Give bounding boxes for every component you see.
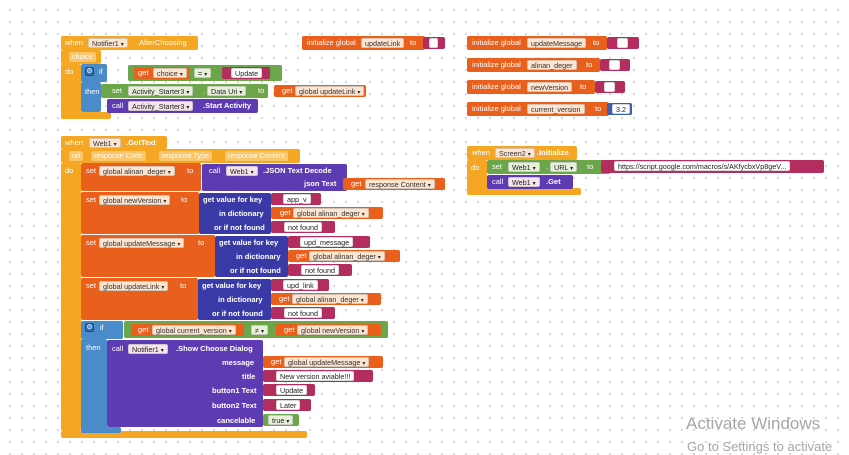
data-uri-dropdown[interactable]: Data Uri ▾ xyxy=(207,86,247,96)
screen-component-dropdown[interactable]: Screen2 ▾ xyxy=(495,148,535,158)
update-link-var-dropdown[interactable]: global updateLink ▾ xyxy=(295,86,365,96)
global-name-updateMessage[interactable]: updateMessage xyxy=(527,38,587,48)
not-equal-op-dropdown[interactable]: ≠ ▾ xyxy=(251,325,268,335)
current-version-dropdown[interactable]: global current_version ▾ xyxy=(152,325,236,335)
global-name-current-version[interactable]: current_version xyxy=(527,104,585,114)
newVersion-dropdown[interactable]: global newVersion ▾ xyxy=(297,325,369,335)
dialog-notifier-dropdown[interactable]: Notifier1 ▾ xyxy=(128,344,168,354)
button2-text-value[interactable]: Later xyxy=(276,400,301,410)
not-found-value-3[interactable]: not found xyxy=(284,308,322,318)
global-name-updateLink[interactable]: updateLink xyxy=(361,38,405,48)
param-response-content[interactable]: response Content xyxy=(225,151,288,161)
then-label: then xyxy=(85,87,100,96)
get-value-block-2[interactable] xyxy=(215,236,288,277)
set-newVersion-dropdown[interactable]: global newVersion ▾ xyxy=(99,195,171,205)
notifier-component-dropdown[interactable]: Notifier1 ▾ xyxy=(88,38,128,48)
activity-starter-dropdown[interactable]: Activity_Starter3 ▾ xyxy=(128,86,194,96)
empty-text-block[interactable] xyxy=(600,59,630,71)
dict-var-dropdown-1[interactable]: global alinan_deger ▾ xyxy=(293,208,369,218)
updateMessage-dropdown[interactable]: global updateMessage ▾ xyxy=(284,357,370,367)
json-web-dropdown[interactable]: Web1 ▾ xyxy=(226,166,258,176)
get-value-block-3[interactable] xyxy=(198,279,271,320)
gear-icon[interactable]: ⚙ xyxy=(85,67,94,76)
event-name-label: .AfterChoosing xyxy=(137,38,187,47)
key-upd-message-value[interactable]: upd_message xyxy=(300,237,354,247)
show-choose-dialog-block[interactable] xyxy=(107,340,263,427)
gear-icon[interactable]: ⚙ xyxy=(85,323,94,332)
empty-text-block[interactable] xyxy=(423,37,445,49)
web-component-dropdown[interactable]: Web1 ▾ xyxy=(89,138,121,148)
call-web-dropdown[interactable]: Web1 ▾ xyxy=(508,177,540,187)
set-updateLink-dropdown[interactable]: global updateLink ▾ xyxy=(99,281,169,291)
global-name-newVersion[interactable]: newVersion xyxy=(527,82,573,92)
param-choice[interactable]: choice xyxy=(69,52,96,62)
when-label: when xyxy=(65,38,83,47)
title-text-value[interactable]: New version aviable!!! xyxy=(276,371,355,381)
url-property-dropdown[interactable]: URL ▾ xyxy=(550,162,578,172)
number-value[interactable]: 3.2 xyxy=(612,104,630,114)
dict-var-dropdown-3[interactable]: global alinan_deger ▾ xyxy=(292,294,368,304)
call-activity-starter-dropdown[interactable]: Activity_Starter3 ▾ xyxy=(128,101,194,111)
web-component-dropdown[interactable]: Web1 ▾ xyxy=(508,162,540,172)
response-content-dropdown[interactable]: response Content ▾ xyxy=(365,179,435,189)
activate-windows-subtitle: Go to Settings to activate xyxy=(687,439,833,454)
not-found-value-1[interactable]: not found xyxy=(284,222,322,232)
param-response-type[interactable]: response Type xyxy=(159,151,213,161)
get-value-block-1[interactable] xyxy=(199,193,271,234)
dict-var-dropdown-2[interactable]: global alinan_deger ▾ xyxy=(309,251,385,261)
param-url[interactable]: url xyxy=(69,151,83,161)
global-name-alinan-deger[interactable]: alinan_deger xyxy=(527,60,577,70)
if-label: if xyxy=(99,67,103,76)
equals-op-dropdown[interactable]: = ▾ xyxy=(194,68,212,78)
set-alinan-deger-dropdown[interactable]: global alinan_deger ▾ xyxy=(99,166,175,176)
empty-text-block[interactable] xyxy=(595,81,625,93)
not-found-value-2[interactable]: not found xyxy=(301,265,339,275)
key-upd-link-value[interactable]: upd_link xyxy=(283,280,318,290)
button1-text-value[interactable]: Update xyxy=(276,385,308,395)
empty-text-block[interactable] xyxy=(607,37,639,49)
set-updateMessage-dropdown[interactable]: global updateMessage ▾ xyxy=(99,238,185,248)
text-update-value[interactable]: Update xyxy=(231,68,263,78)
param-response-code[interactable]: response Code xyxy=(91,151,146,161)
true-bool-dropdown[interactable]: true ▾ xyxy=(268,415,294,425)
do-label: do xyxy=(65,67,74,76)
url-text-value[interactable]: https://script.google.com/macros/s/AKfyc… xyxy=(614,161,791,171)
choice-var-dropdown[interactable]: choice ▾ xyxy=(153,68,187,78)
key-app-v-value[interactable]: app_v xyxy=(283,194,311,204)
activate-windows-title: Activate Windows xyxy=(686,414,821,433)
